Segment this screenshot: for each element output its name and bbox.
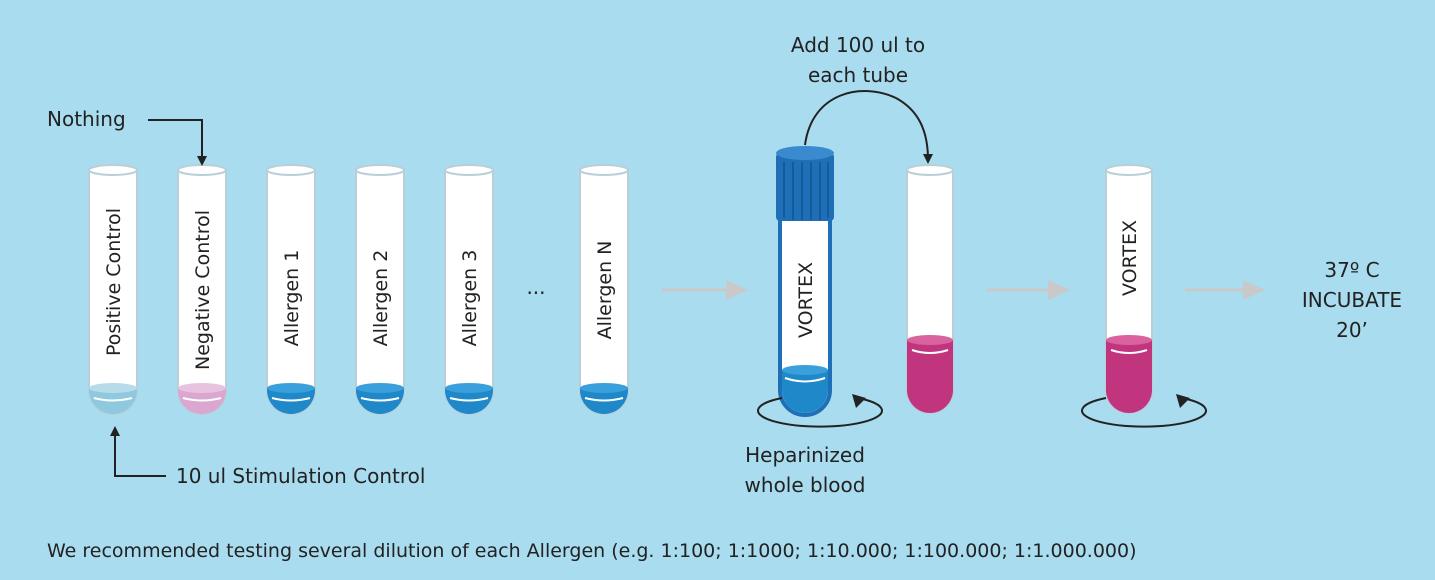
incubate-time: 20’ [1336, 318, 1368, 342]
process-arrow-2 [987, 280, 1070, 300]
tube-liquid [1106, 340, 1152, 413]
tube-label: Allergen N [594, 241, 616, 340]
add-label-line1: Add 100 ul to [791, 33, 925, 57]
tube-label: Allergen 2 [370, 250, 392, 347]
tube-allergen-1: Allergen 1 [266, 164, 316, 415]
tube-label: Negative Control [192, 210, 214, 370]
tube-allergen-3: Allergen 3 [444, 164, 494, 415]
tube-label: Allergen 1 [281, 250, 303, 347]
tube-allergen-2: Allergen 2 [355, 164, 405, 415]
transfer-arrow [804, 90, 933, 164]
tube-allergen-n: Allergen N [579, 164, 629, 415]
process-arrow-1 [662, 280, 748, 300]
footer-note: We recommended testing several dilution … [47, 540, 1137, 562]
tube-label: Allergen 3 [459, 250, 481, 347]
vortex-rotation-arrow-1 [757, 394, 883, 428]
tube-vortex: VORTEX [1105, 164, 1153, 414]
tube-negative-control: Negative Control [177, 164, 227, 415]
add-label-line2: each tube [808, 63, 908, 87]
blood-label-line1: Heparinized [745, 443, 865, 467]
tube-label: Positive Control [103, 208, 125, 356]
blood-tube-cap [776, 146, 834, 221]
vortex-rotation-arrow-2 [1081, 394, 1207, 428]
blood-tube: VORTEX [776, 146, 834, 417]
tube-liquid [907, 340, 953, 413]
ellipsis: ... [526, 275, 545, 299]
nothing-label: Nothing [47, 107, 126, 131]
vortex-label: VORTEX [1119, 220, 1141, 296]
incubate-temp: 37º C [1324, 258, 1379, 282]
process-arrow-3 [1185, 280, 1265, 300]
stimulation-arrow [110, 426, 166, 477]
tube-positive-control: Positive Control [88, 164, 138, 415]
tube-with-blood [906, 164, 954, 414]
stimulation-label: 10 ul Stimulation Control [176, 464, 425, 488]
vortex-label: VORTEX [795, 262, 817, 338]
incubate-label: INCUBATE [1302, 288, 1402, 312]
blood-label-line2: whole blood [745, 473, 866, 497]
nothing-arrow [148, 119, 207, 166]
